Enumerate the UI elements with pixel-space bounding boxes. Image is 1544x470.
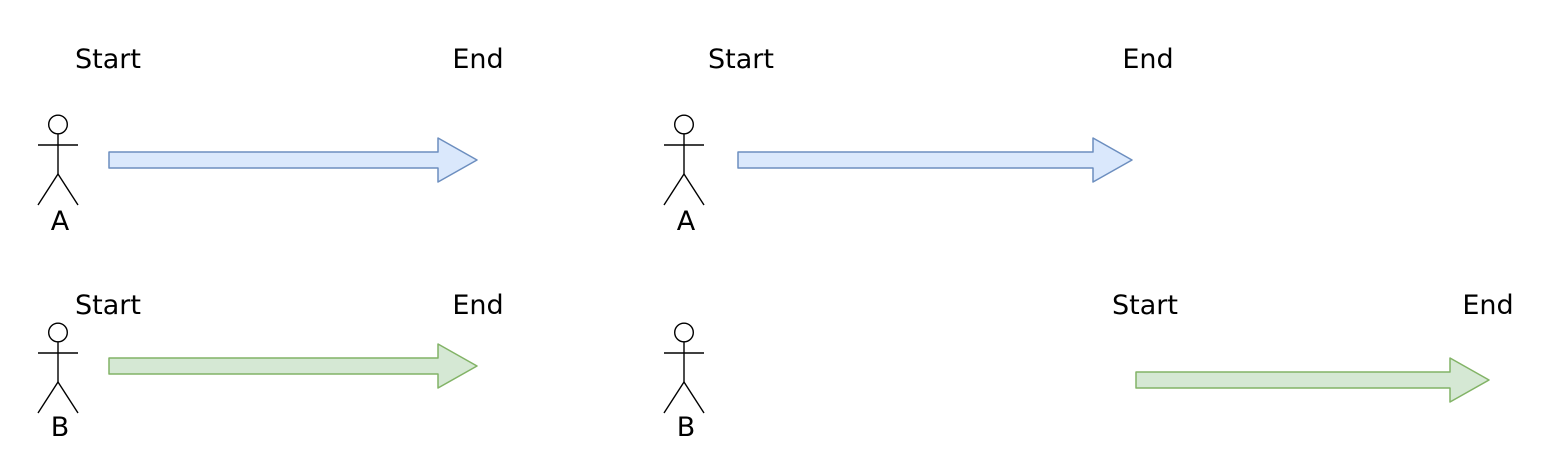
start-label: Start	[75, 44, 141, 75]
end-label: End	[452, 290, 504, 321]
end-label: End	[1462, 290, 1514, 321]
start-label: Start	[1112, 290, 1178, 321]
flow-arrow	[108, 343, 478, 389]
end-label: End	[1122, 44, 1174, 75]
actor-figure	[663, 114, 705, 206]
actor-figure	[37, 114, 79, 206]
flow-arrow	[1135, 357, 1490, 403]
actor-figure	[37, 322, 79, 414]
start-label: Start	[75, 290, 141, 321]
actor-name-label: A	[50, 206, 70, 237]
actor-name-label: B	[50, 412, 70, 443]
start-label: Start	[708, 44, 774, 75]
end-label: End	[452, 44, 504, 75]
flow-arrow	[108, 137, 478, 183]
actor-name-label: A	[676, 206, 696, 237]
actor-name-label: B	[676, 412, 696, 443]
flow-arrow	[737, 137, 1133, 183]
actor-figure	[663, 322, 705, 414]
